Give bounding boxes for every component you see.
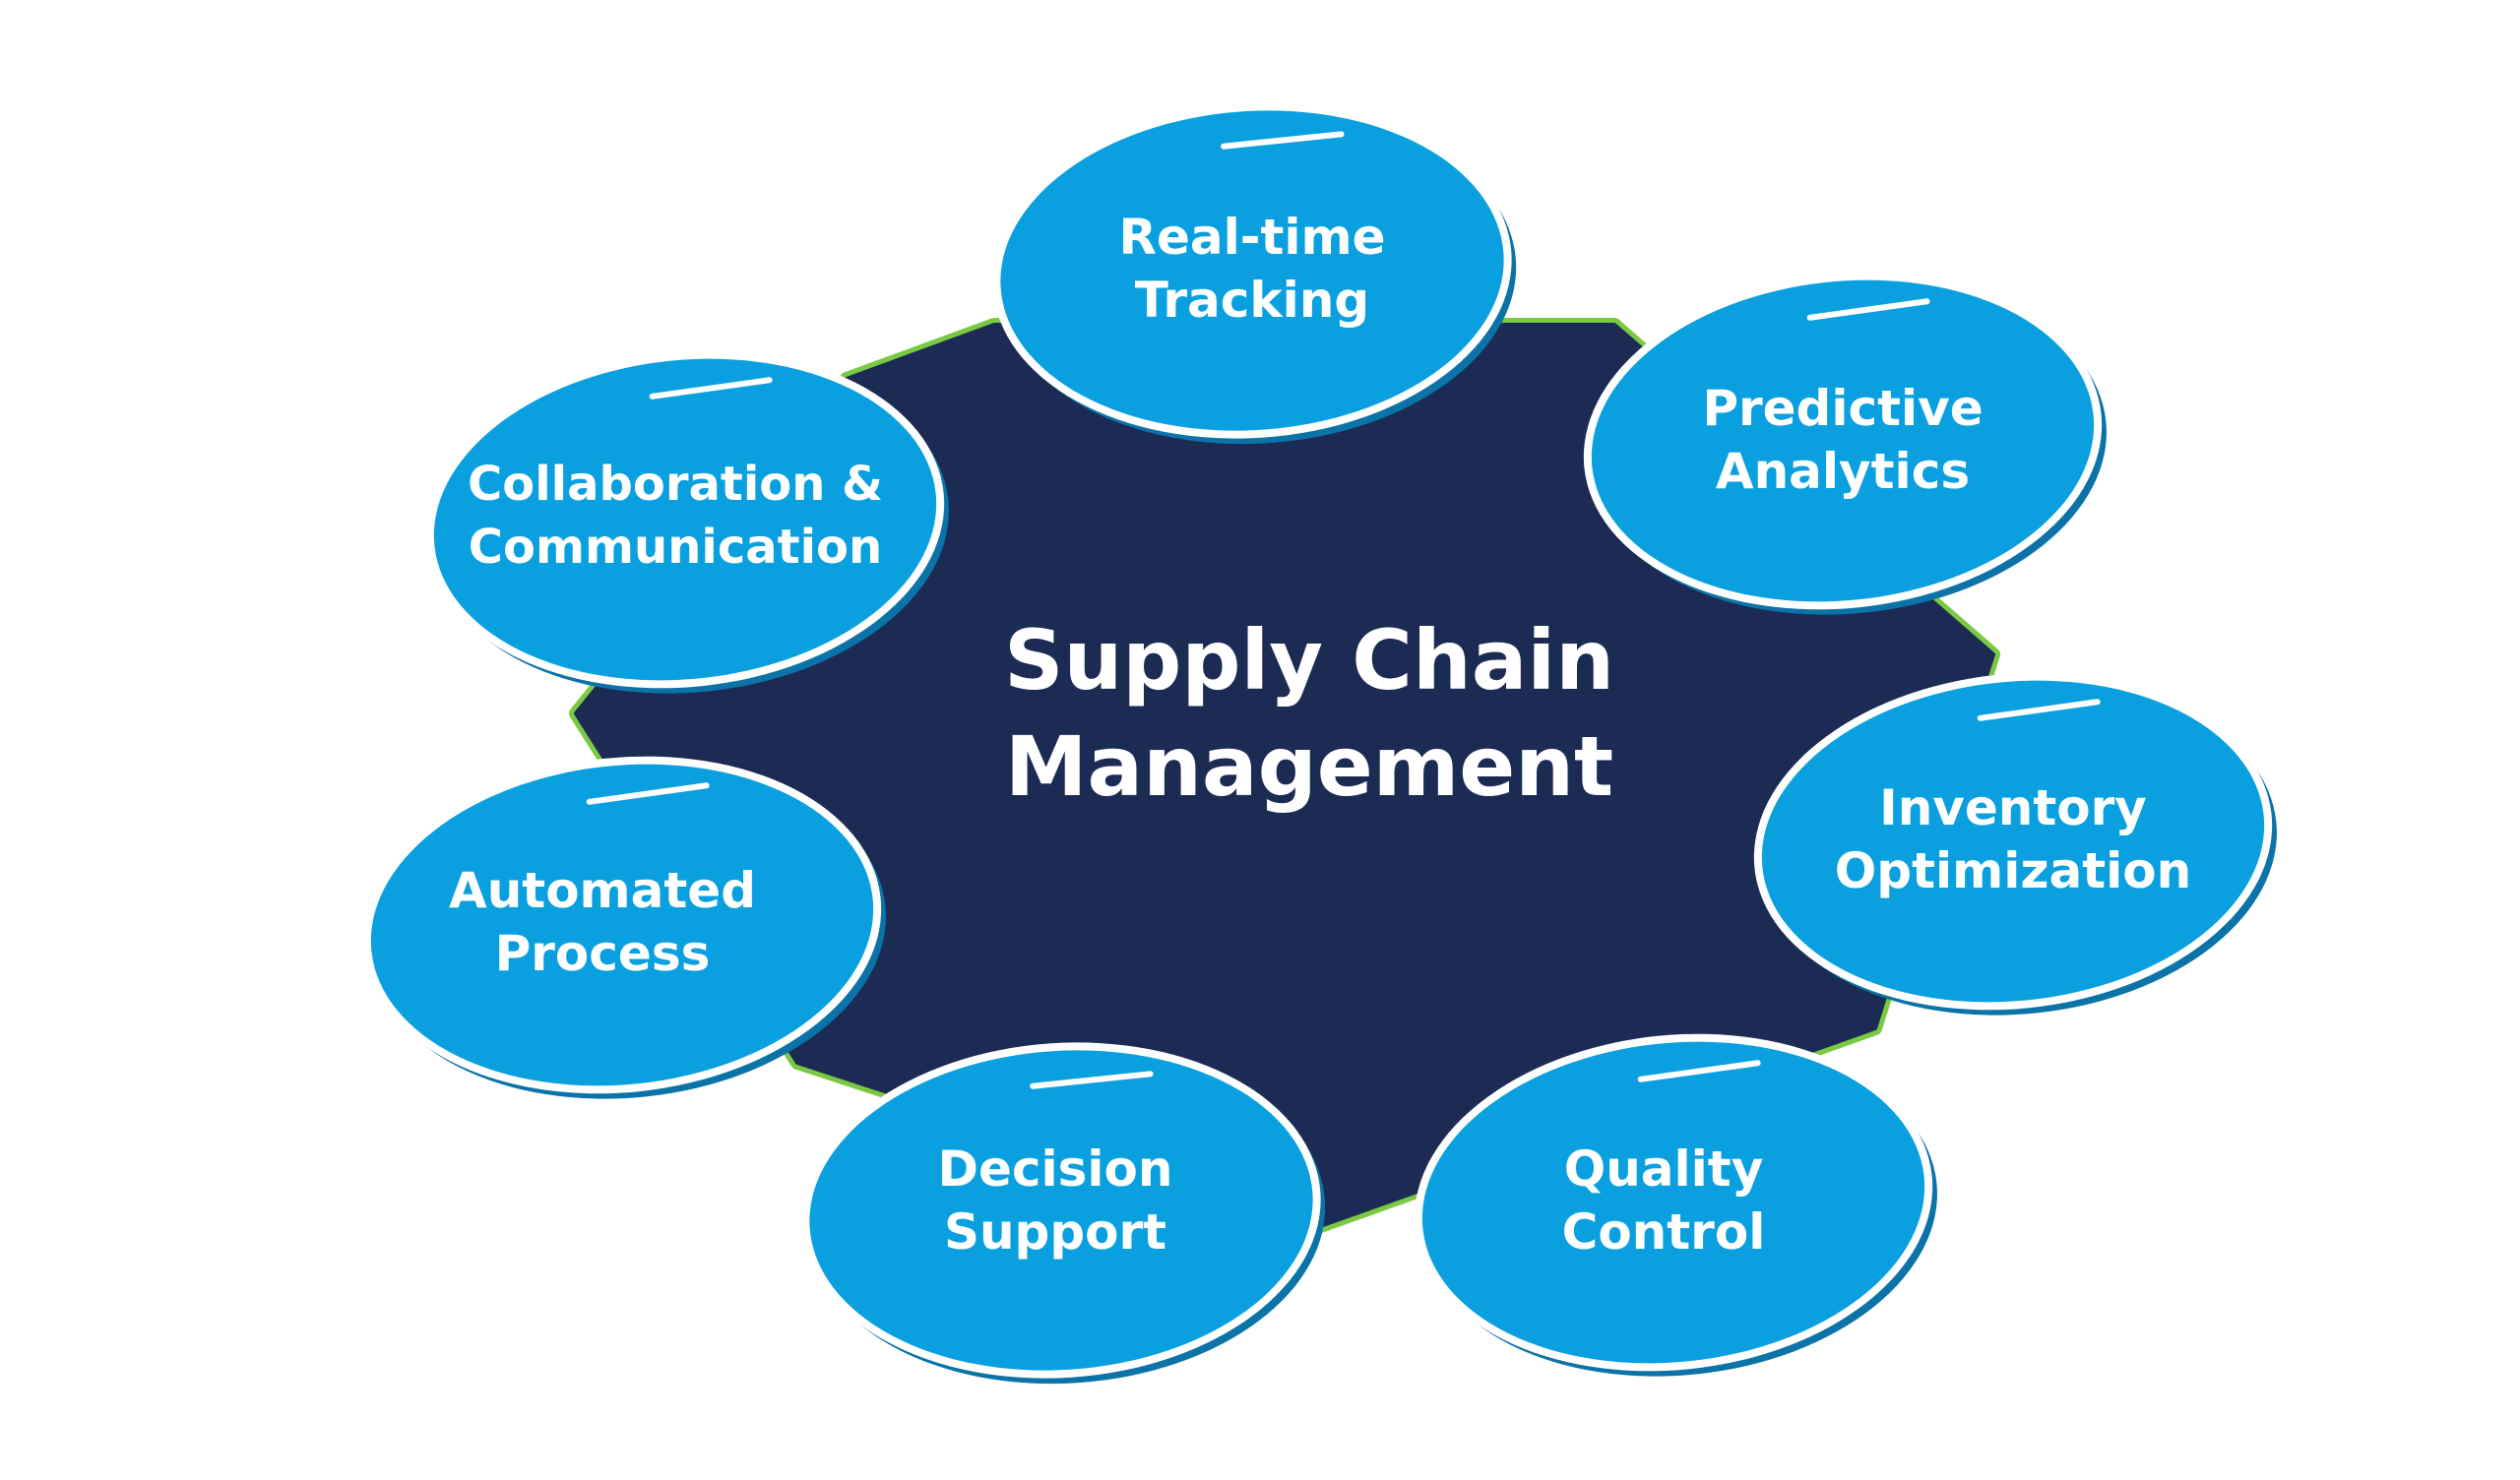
bubble [1421,1041,1925,1364]
bubble-highlight [649,377,773,400]
node-label-decision-line-2: Support [944,1203,1166,1261]
node-label-predictive-line-1: Predictive [1702,380,1983,437]
bubble-highlight [1221,131,1345,150]
bubble-highlight [1637,1060,1761,1082]
node-collaboration-communication [425,350,949,694]
bubble-highlight [1806,298,1930,321]
node-real-time-tracking [992,102,1517,445]
node-label-automated-line-1: Automated [449,862,756,919]
bubble [433,358,937,681]
bubble-highlight [1977,699,2101,721]
node-automated-process [362,756,886,1099]
node-label-quality-line-2: Control [1562,1203,1766,1261]
bubble [1591,279,2095,602]
center-title-line-2: Management [1005,718,1613,815]
node-label-inventory-line-2: Optimization [1835,842,2191,899]
node-inventory-optimization [1753,672,2277,1016]
node-label-decision-line-1: Decision [937,1141,1172,1198]
node-label-real-time-line-2: Tracking [1135,272,1369,329]
node-label-inventory-line-1: Inventory [1879,779,2147,836]
bubble-highlight [586,782,710,805]
node-label-predictive-line-2: Analytics [1716,443,1970,500]
bubble [1000,110,1504,431]
bubble [809,1050,1313,1371]
node-label-real-time-line-1: Real-time [1118,209,1385,266]
bubble [1761,680,2265,1003]
bubble [370,764,874,1086]
node-decision-support [801,1042,1326,1385]
node-label-quality-line-1: Quality [1564,1141,1764,1198]
node-quality-control [1414,1033,1937,1377]
bubble-highlight [1030,1071,1154,1089]
node-predictive-analytics [1583,272,2107,615]
node-label-collaboration-line-2: Communication [469,520,882,575]
node-label-automated-line-2: Process [495,925,711,982]
node-label-collaboration-line-1: Collaboration & [468,457,883,512]
center-title-line-1: Supply Chain [1004,612,1614,709]
